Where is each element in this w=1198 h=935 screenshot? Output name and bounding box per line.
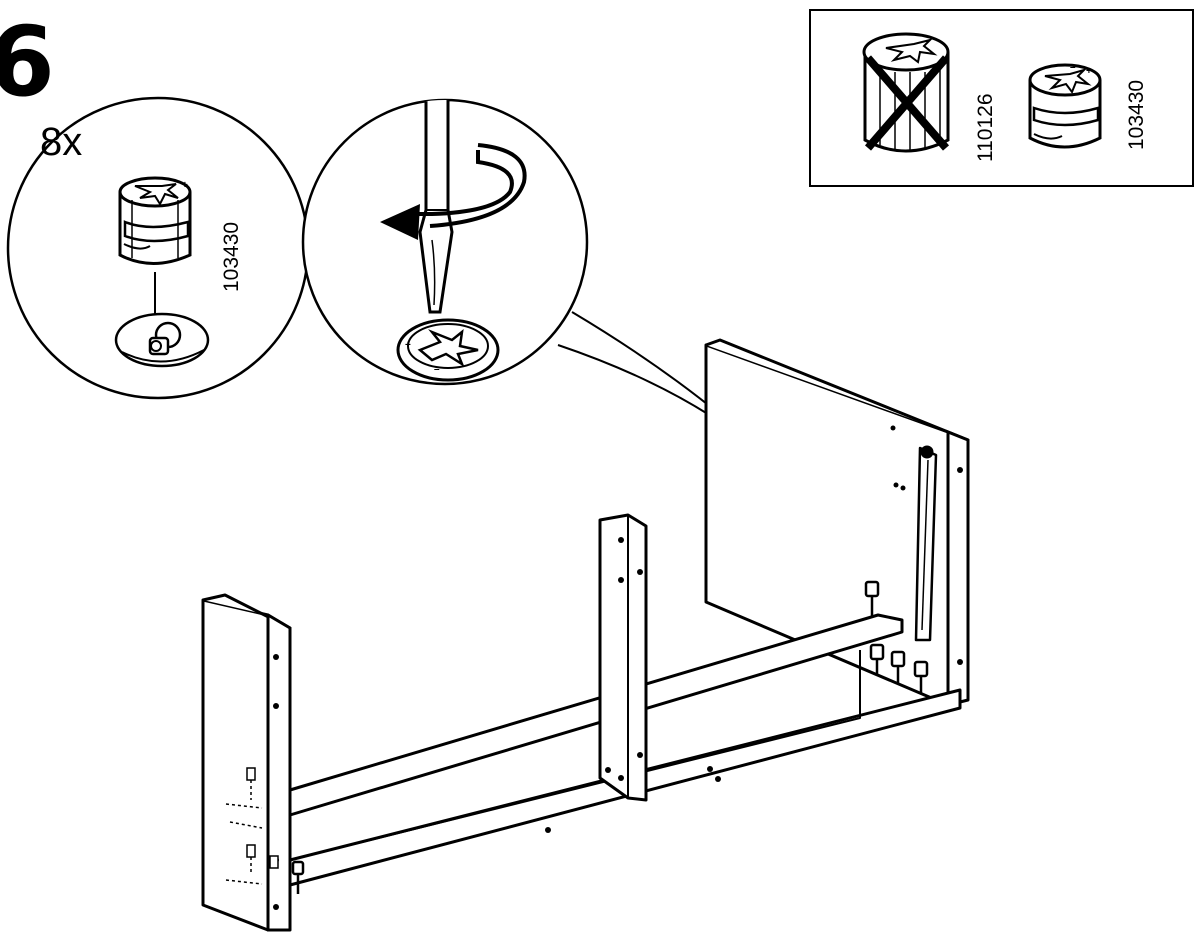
minus-sign: – — [164, 174, 170, 185]
step-number: 6 — [0, 6, 55, 118]
part-code-label: 103430 — [220, 222, 243, 292]
wrong-part-code: 110126 — [974, 93, 997, 162]
plus-sign: + — [1086, 66, 1092, 77]
quantity-label: 8x — [40, 120, 82, 164]
detail-circle-tighten-cam: + – — [303, 80, 587, 384]
correct-part-code: 103430 — [1125, 80, 1148, 150]
plus-sign: + — [182, 180, 188, 191]
inset-box-part-comparison: 110126 – + 103430 — [810, 10, 1193, 186]
minus-sign: – — [434, 364, 440, 375]
correct-cam-lock-icon — [1030, 65, 1100, 147]
minus-sign: – — [1070, 62, 1076, 73]
cam-lock-icon — [120, 178, 190, 264]
front-side-panel — [203, 595, 290, 930]
cam-lock-top-icon — [398, 320, 498, 380]
frame-assembly — [203, 340, 968, 930]
detail-circle-insert-cam: – + 8x 103430 — [8, 98, 308, 398]
plus-sign: + — [405, 340, 411, 351]
